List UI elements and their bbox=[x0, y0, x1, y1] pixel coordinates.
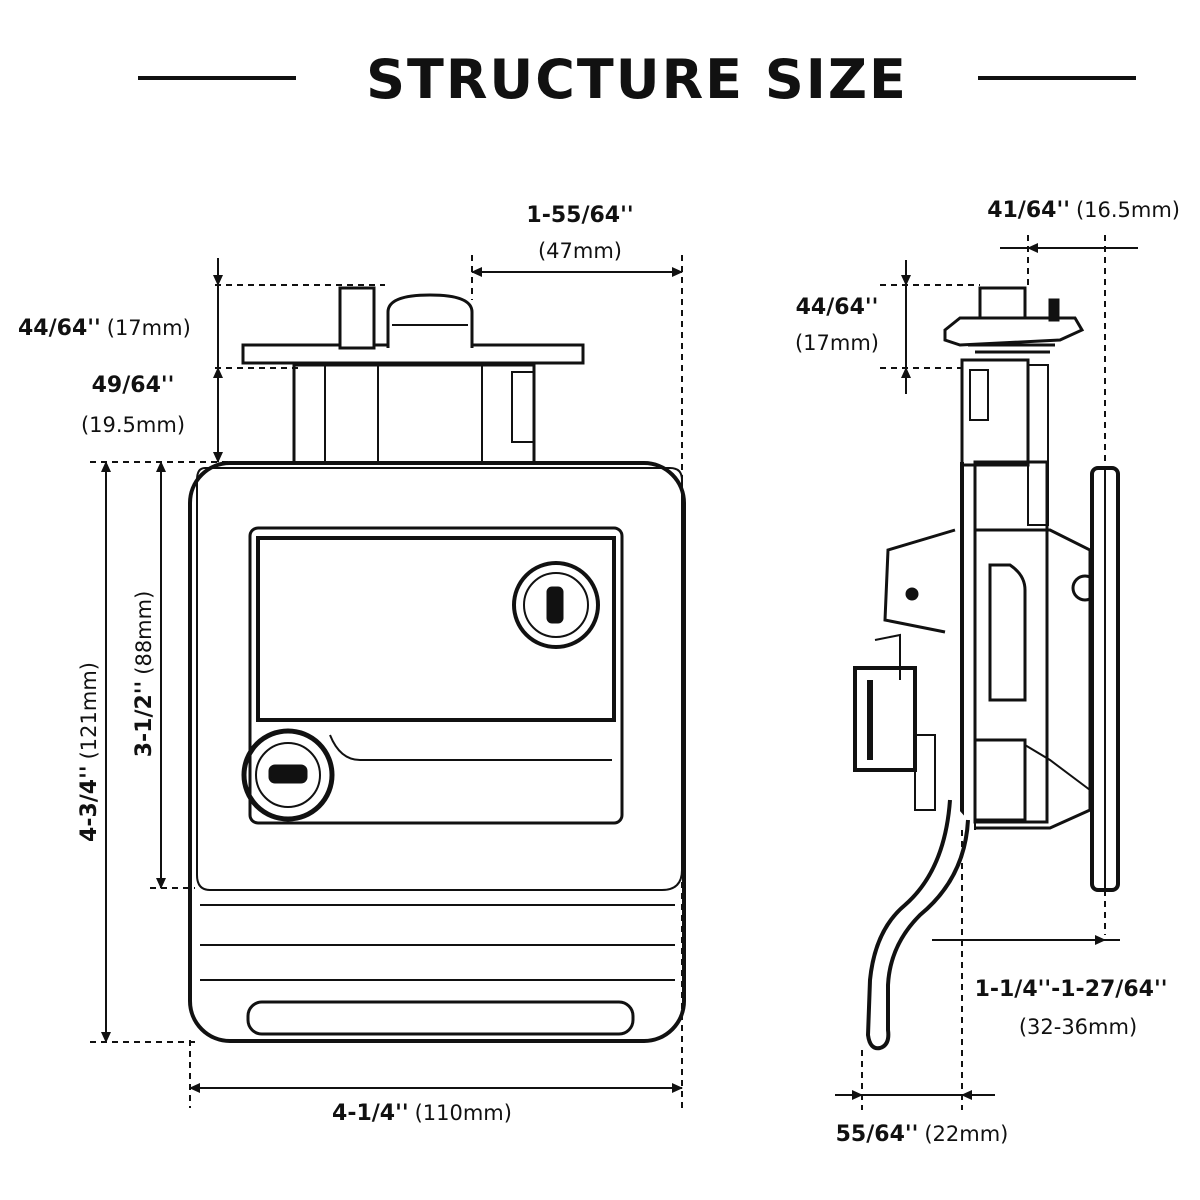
svg-text:4-3/4''(121mm): 4-3/4'' (121mm) bbox=[77, 662, 102, 842]
svg-text:55/64''(22mm): 55/64''(22mm) bbox=[836, 1122, 1009, 1147]
label-flange-thickness: 41/64'' bbox=[987, 198, 1070, 223]
side-view-labels: 41/64''(16.5mm) 44/64'' (17mm) 1-1/4''-1… bbox=[795, 198, 1180, 1147]
label-handle-height: 3-1/2'' bbox=[132, 681, 157, 758]
paddle-lock-cylinder bbox=[512, 561, 600, 649]
title-block: STRUCTURE SIZE bbox=[138, 48, 1136, 111]
label-total-width-metric: (110mm) bbox=[415, 1101, 512, 1125]
front-view-dimensions bbox=[90, 255, 683, 1108]
side-handle-arm bbox=[865, 799, 970, 1051]
label-top-height-metric: (17mm) bbox=[795, 331, 879, 355]
label-body-depth-metric: (19.5mm) bbox=[81, 413, 185, 437]
front-bottom-slot bbox=[246, 1000, 635, 1036]
front-faceplate bbox=[188, 461, 686, 1043]
label-handle-height-metric: (88mm) bbox=[132, 591, 156, 675]
front-top-post bbox=[338, 286, 376, 350]
label-door-thickness: 1-1/4''-1-27/64'' bbox=[975, 977, 1168, 1002]
svg-text:41/64''(16.5mm): 41/64''(16.5mm) bbox=[987, 198, 1180, 223]
page-title: STRUCTURE SIZE bbox=[366, 48, 908, 111]
label-total-height: 4-3/4'' bbox=[77, 765, 102, 842]
svg-text:4-1/4''(110mm): 4-1/4''(110mm) bbox=[332, 1101, 512, 1126]
side-body bbox=[973, 460, 1049, 824]
label-total-width: 4-1/4'' bbox=[332, 1101, 409, 1126]
side-shaft bbox=[960, 358, 1030, 467]
label-door-thickness-metric: (32-36mm) bbox=[1019, 1015, 1137, 1039]
label-flange-thickness-metric: (16.5mm) bbox=[1076, 198, 1180, 222]
label-top-offset: 1-55/64'' bbox=[526, 203, 633, 228]
front-body-box bbox=[292, 363, 536, 465]
front-handle-paddle bbox=[256, 536, 616, 722]
front-top-plunger bbox=[386, 293, 474, 348]
front-lock-cylinder bbox=[241, 728, 335, 822]
label-body-depth: 49/64'' bbox=[92, 373, 175, 398]
label-total-height-metric: (121mm) bbox=[77, 662, 101, 759]
label-top-offset-metric: (47mm) bbox=[538, 239, 622, 263]
side-bracket bbox=[883, 528, 956, 634]
svg-text:44/64''(17mm): 44/64''(17mm) bbox=[18, 316, 191, 341]
side-view-dimensions bbox=[835, 235, 1138, 1110]
label-flange-height-metric: (17mm) bbox=[107, 316, 191, 340]
label-flange-height: 44/64'' bbox=[18, 316, 101, 341]
label-latch-offset: 55/64'' bbox=[836, 1122, 919, 1147]
front-handle-recess bbox=[248, 526, 624, 825]
side-view-drawing bbox=[853, 286, 1120, 1051]
front-view-labels: 44/64''(17mm) 49/64'' (19.5mm) 1-55/64''… bbox=[18, 203, 634, 1126]
label-latch-offset-metric: (22mm) bbox=[924, 1122, 1008, 1146]
side-lock-body bbox=[853, 666, 917, 772]
label-top-height: 44/64'' bbox=[796, 295, 879, 320]
front-handle-frame bbox=[196, 467, 683, 891]
front-view-drawing bbox=[188, 286, 686, 1043]
svg-text:3-1/2''(88mm): 3-1/2'' (88mm) bbox=[132, 591, 157, 758]
side-top-clip bbox=[943, 316, 1085, 347]
